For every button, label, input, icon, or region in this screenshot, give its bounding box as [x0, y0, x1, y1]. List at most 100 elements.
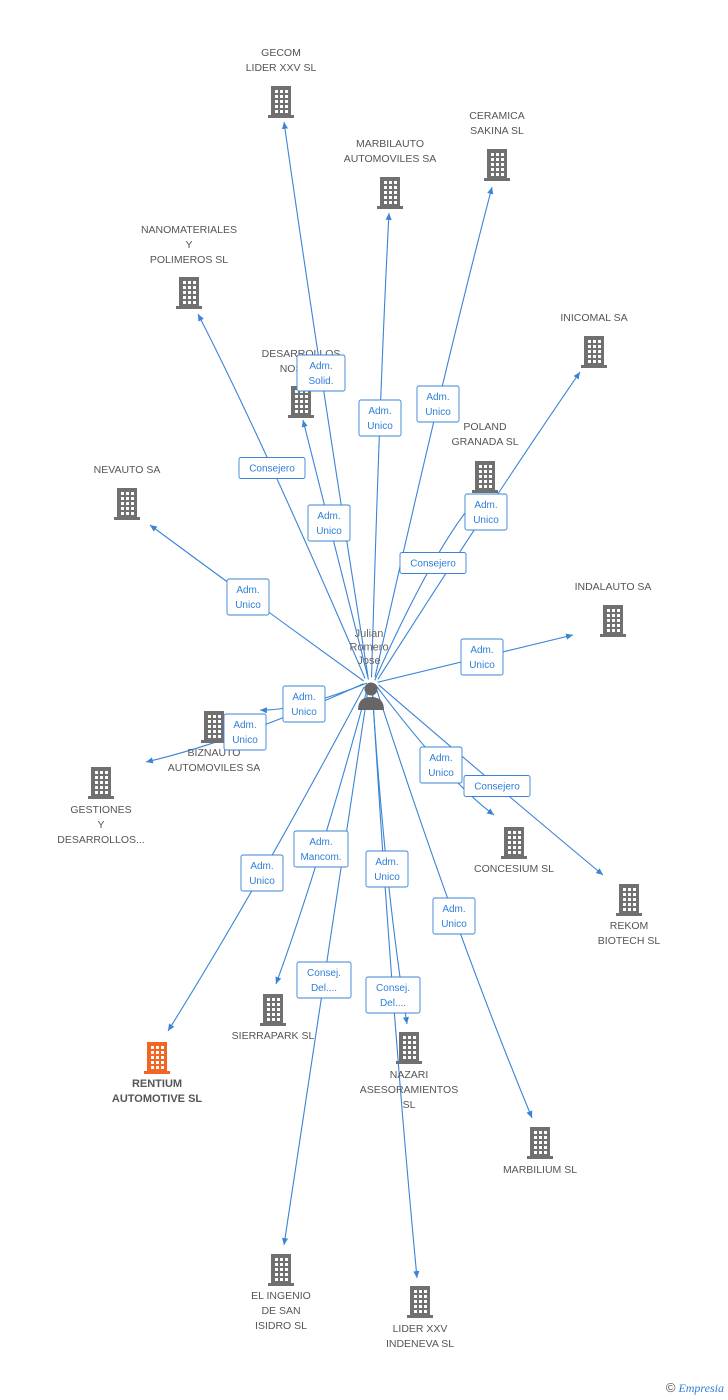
- edge-label-ceramica[interactable]: Adm.Unico: [416, 385, 460, 423]
- building-icon: [176, 277, 202, 309]
- edge-label-desarrollos[interactable]: Adm. Unico: [307, 504, 351, 542]
- edge-label-nevauto[interactable]: Adm.Unico: [226, 578, 270, 616]
- edge-label-box: [307, 504, 351, 542]
- edge-label-box: [463, 775, 531, 797]
- company-label: SAKINA SL: [470, 125, 524, 137]
- edge-label-marbilauto[interactable]: Adm.Unico: [358, 399, 402, 437]
- company-node-concesium[interactable]: CONCESIUM SL: [474, 827, 554, 875]
- company-label: BIOTECH SL: [598, 935, 661, 947]
- edge-label-sierrapark[interactable]: Adm.Mancom.: [293, 830, 349, 868]
- building-icon: [581, 336, 607, 368]
- edge-label-box: [238, 457, 306, 479]
- edge-label-text: Adm.: [426, 392, 449, 403]
- edge-label-marbilium[interactable]: Adm.Unico: [432, 897, 476, 935]
- company-label: DESARROLLOS...: [57, 834, 145, 846]
- person-name: Julian: [355, 628, 384, 640]
- company-node-gestiones[interactable]: GESTIONESYDESARROLLOS...: [57, 767, 145, 846]
- edge-label-box: [226, 578, 270, 616]
- edge-label-elingenio[interactable]: Consej.Del....: [296, 961, 352, 999]
- edge-label-box: [365, 850, 409, 888]
- edge-label-text: Adm.: [309, 361, 332, 372]
- edge-label-text: Del....: [311, 983, 337, 994]
- brand-name: Empresia: [678, 1381, 724, 1395]
- company-node-rekom[interactable]: REKOM BIOTECH SL: [598, 884, 661, 947]
- edge-label-inicomal[interactable]: Adm. Unico: [464, 493, 508, 531]
- company-label: MARBILAUTO: [356, 138, 424, 150]
- edge-label-text: Adm.: [375, 857, 398, 868]
- edge-label-text: Unico: [441, 919, 467, 930]
- company-label: LIDER XXV SL: [246, 62, 317, 74]
- edge-label-indalauto[interactable]: Adm.Unico: [460, 638, 504, 676]
- edge-label-text: Adm.: [236, 585, 259, 596]
- edge-label-text: Unico: [232, 735, 258, 746]
- edge-label-text: Consejero: [410, 559, 456, 570]
- company-label: INDALAUTO SA: [575, 581, 652, 593]
- edge-label-concesium[interactable]: Adm.Unico: [419, 746, 463, 784]
- edge-label-box: [432, 897, 476, 935]
- edge-label-text: Adm.: [474, 500, 497, 511]
- edge-label-text: Unico: [428, 768, 454, 779]
- building-icon: [114, 488, 140, 520]
- edge-label-box: [296, 354, 346, 392]
- company-node-indalauto[interactable]: INDALAUTO SA: [575, 581, 652, 637]
- edge-label-box: [296, 961, 352, 999]
- company-node-marbilium[interactable]: MARBILIUM SL: [503, 1127, 577, 1176]
- building-icon: [484, 149, 510, 181]
- edge-label-text: Consejero: [249, 464, 295, 475]
- building-icon: [260, 994, 286, 1026]
- edge-label-text: Unico: [473, 515, 499, 526]
- edge-label-box: [460, 638, 504, 676]
- edge-label-text: Adm.: [317, 511, 340, 522]
- edge-label-box: [282, 685, 326, 723]
- edge-label-text: Unico: [316, 526, 342, 537]
- edge-label-text: Mancom.: [300, 852, 341, 863]
- copyright-symbol: ©: [665, 1380, 676, 1395]
- edge-label-rekom[interactable]: Consejero: [463, 775, 531, 797]
- building-icon: [472, 461, 498, 493]
- building-icon: [144, 1042, 170, 1074]
- edge-label-liderxxv[interactable]: Consej.Del....: [365, 976, 421, 1014]
- building-icon: [600, 605, 626, 637]
- edge-label-box: [416, 385, 460, 423]
- edge-label-gecom[interactable]: Adm. Solid.: [296, 354, 346, 392]
- edge-label-text: Adm.: [368, 406, 391, 417]
- edge-label-text: Unico: [291, 707, 317, 718]
- company-label: INICOMAL SA: [560, 312, 627, 324]
- edge-label-text: Solid.: [308, 376, 333, 387]
- edge-label-rentium[interactable]: Adm.Unico: [240, 854, 284, 892]
- edge-label-text: Del....: [380, 998, 406, 1009]
- building-icon: [501, 827, 527, 859]
- company-label: AUTOMOTIVE SL: [112, 1093, 203, 1105]
- person-icon: [358, 682, 384, 710]
- company-node-nevauto[interactable]: NEVAUTO SA: [94, 464, 161, 520]
- company-label: POLAND: [463, 421, 507, 433]
- edge-label-gestiones[interactable]: Adm. Unico: [223, 713, 267, 751]
- building-icon: [268, 86, 294, 118]
- company-node-inicomal[interactable]: INICOMAL SA: [560, 312, 628, 368]
- building-icon: [396, 1032, 422, 1064]
- edge-label-text: Adm.: [233, 720, 256, 731]
- edge-label-nanomateriales[interactable]: Consejero: [238, 457, 306, 479]
- company-label: REKOM: [610, 920, 649, 932]
- edge-label-poland[interactable]: Consejero: [399, 552, 467, 574]
- edge-label-text: Consejero: [474, 782, 520, 793]
- edge-label-box: [293, 830, 349, 868]
- edge-label-text: Unico: [249, 876, 275, 887]
- building-icon: [268, 1254, 294, 1286]
- company-node-sierrapark[interactable]: SIERRAPARK SL: [232, 994, 315, 1042]
- edge-label-biznauto[interactable]: Adm.Unico: [282, 685, 326, 723]
- company-label: DE SAN: [261, 1305, 300, 1317]
- edge-label-nazari[interactable]: Adm. Unico: [365, 850, 409, 888]
- edge-label-text: Unico: [374, 872, 400, 883]
